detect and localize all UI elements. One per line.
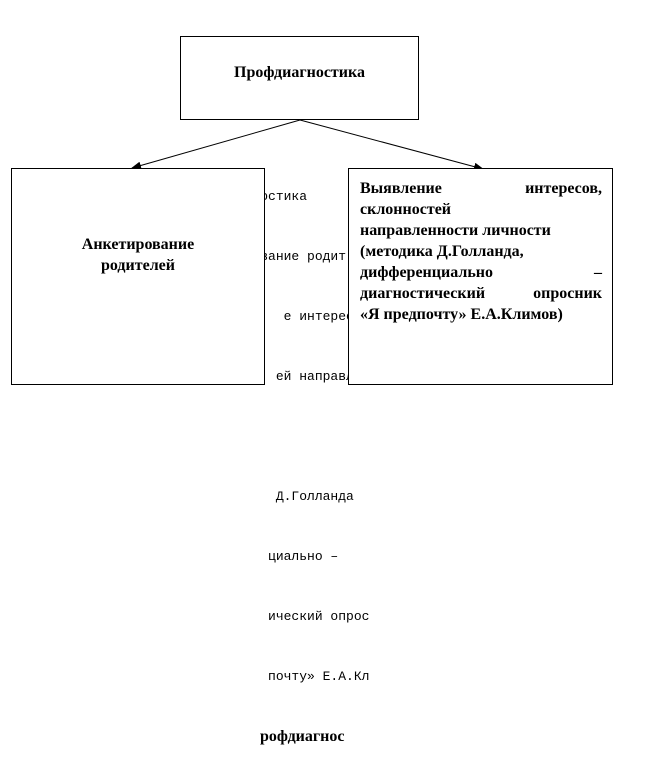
right-node-line: диагностический опросник — [360, 283, 602, 304]
right-node-line: «Я предпочту» Е.А.Климов) — [360, 306, 563, 323]
arrow-to-left-box — [131, 119, 301, 170]
ghost-line: вание родит — [190, 249, 347, 264]
left-node-line: родителей — [100, 257, 175, 274]
ghost-line: циально – — [190, 549, 339, 564]
right-node-text: Выявление интересов, склонностей направл… — [360, 178, 602, 325]
right-node-line: направленности личности — [360, 222, 551, 239]
right-node-line: Выявление интересов, — [360, 178, 602, 199]
ghost-line: почту» Е.А.Кл — [190, 669, 370, 684]
right-node-line: дифференциально – — [360, 262, 602, 283]
word: опросник — [533, 285, 602, 302]
ghost-line — [190, 427, 369, 447]
word: дифференциально — [360, 264, 494, 281]
left-node-line: Анкетирование — [81, 236, 195, 253]
word: – — [594, 264, 602, 281]
right-node-line: склонностей — [360, 201, 452, 218]
right-node-line: (методика Д.Голланда, — [360, 243, 524, 260]
connector-arrows — [131, 119, 484, 171]
ghost-line: ей направл — [190, 369, 354, 384]
ghost-line: Д.Голланда — [190, 489, 354, 504]
top-node-box: Профдиагностика — [180, 36, 419, 120]
word: интересов, — [525, 180, 602, 197]
word: диагностический — [360, 285, 486, 302]
left-node-text: Анкетирование родителей — [12, 234, 264, 276]
arrow-to-right-box — [299, 119, 484, 171]
ghost-heading: рофдиагнос — [260, 728, 345, 745]
top-node-label: Профдиагностика — [234, 64, 365, 81]
word: Выявление — [360, 180, 442, 197]
left-node-box: Анкетирование родителей — [11, 168, 265, 385]
ghost-line: ический опрос — [190, 609, 370, 624]
right-node-box: Выявление интересов, склонностей направл… — [348, 168, 613, 385]
